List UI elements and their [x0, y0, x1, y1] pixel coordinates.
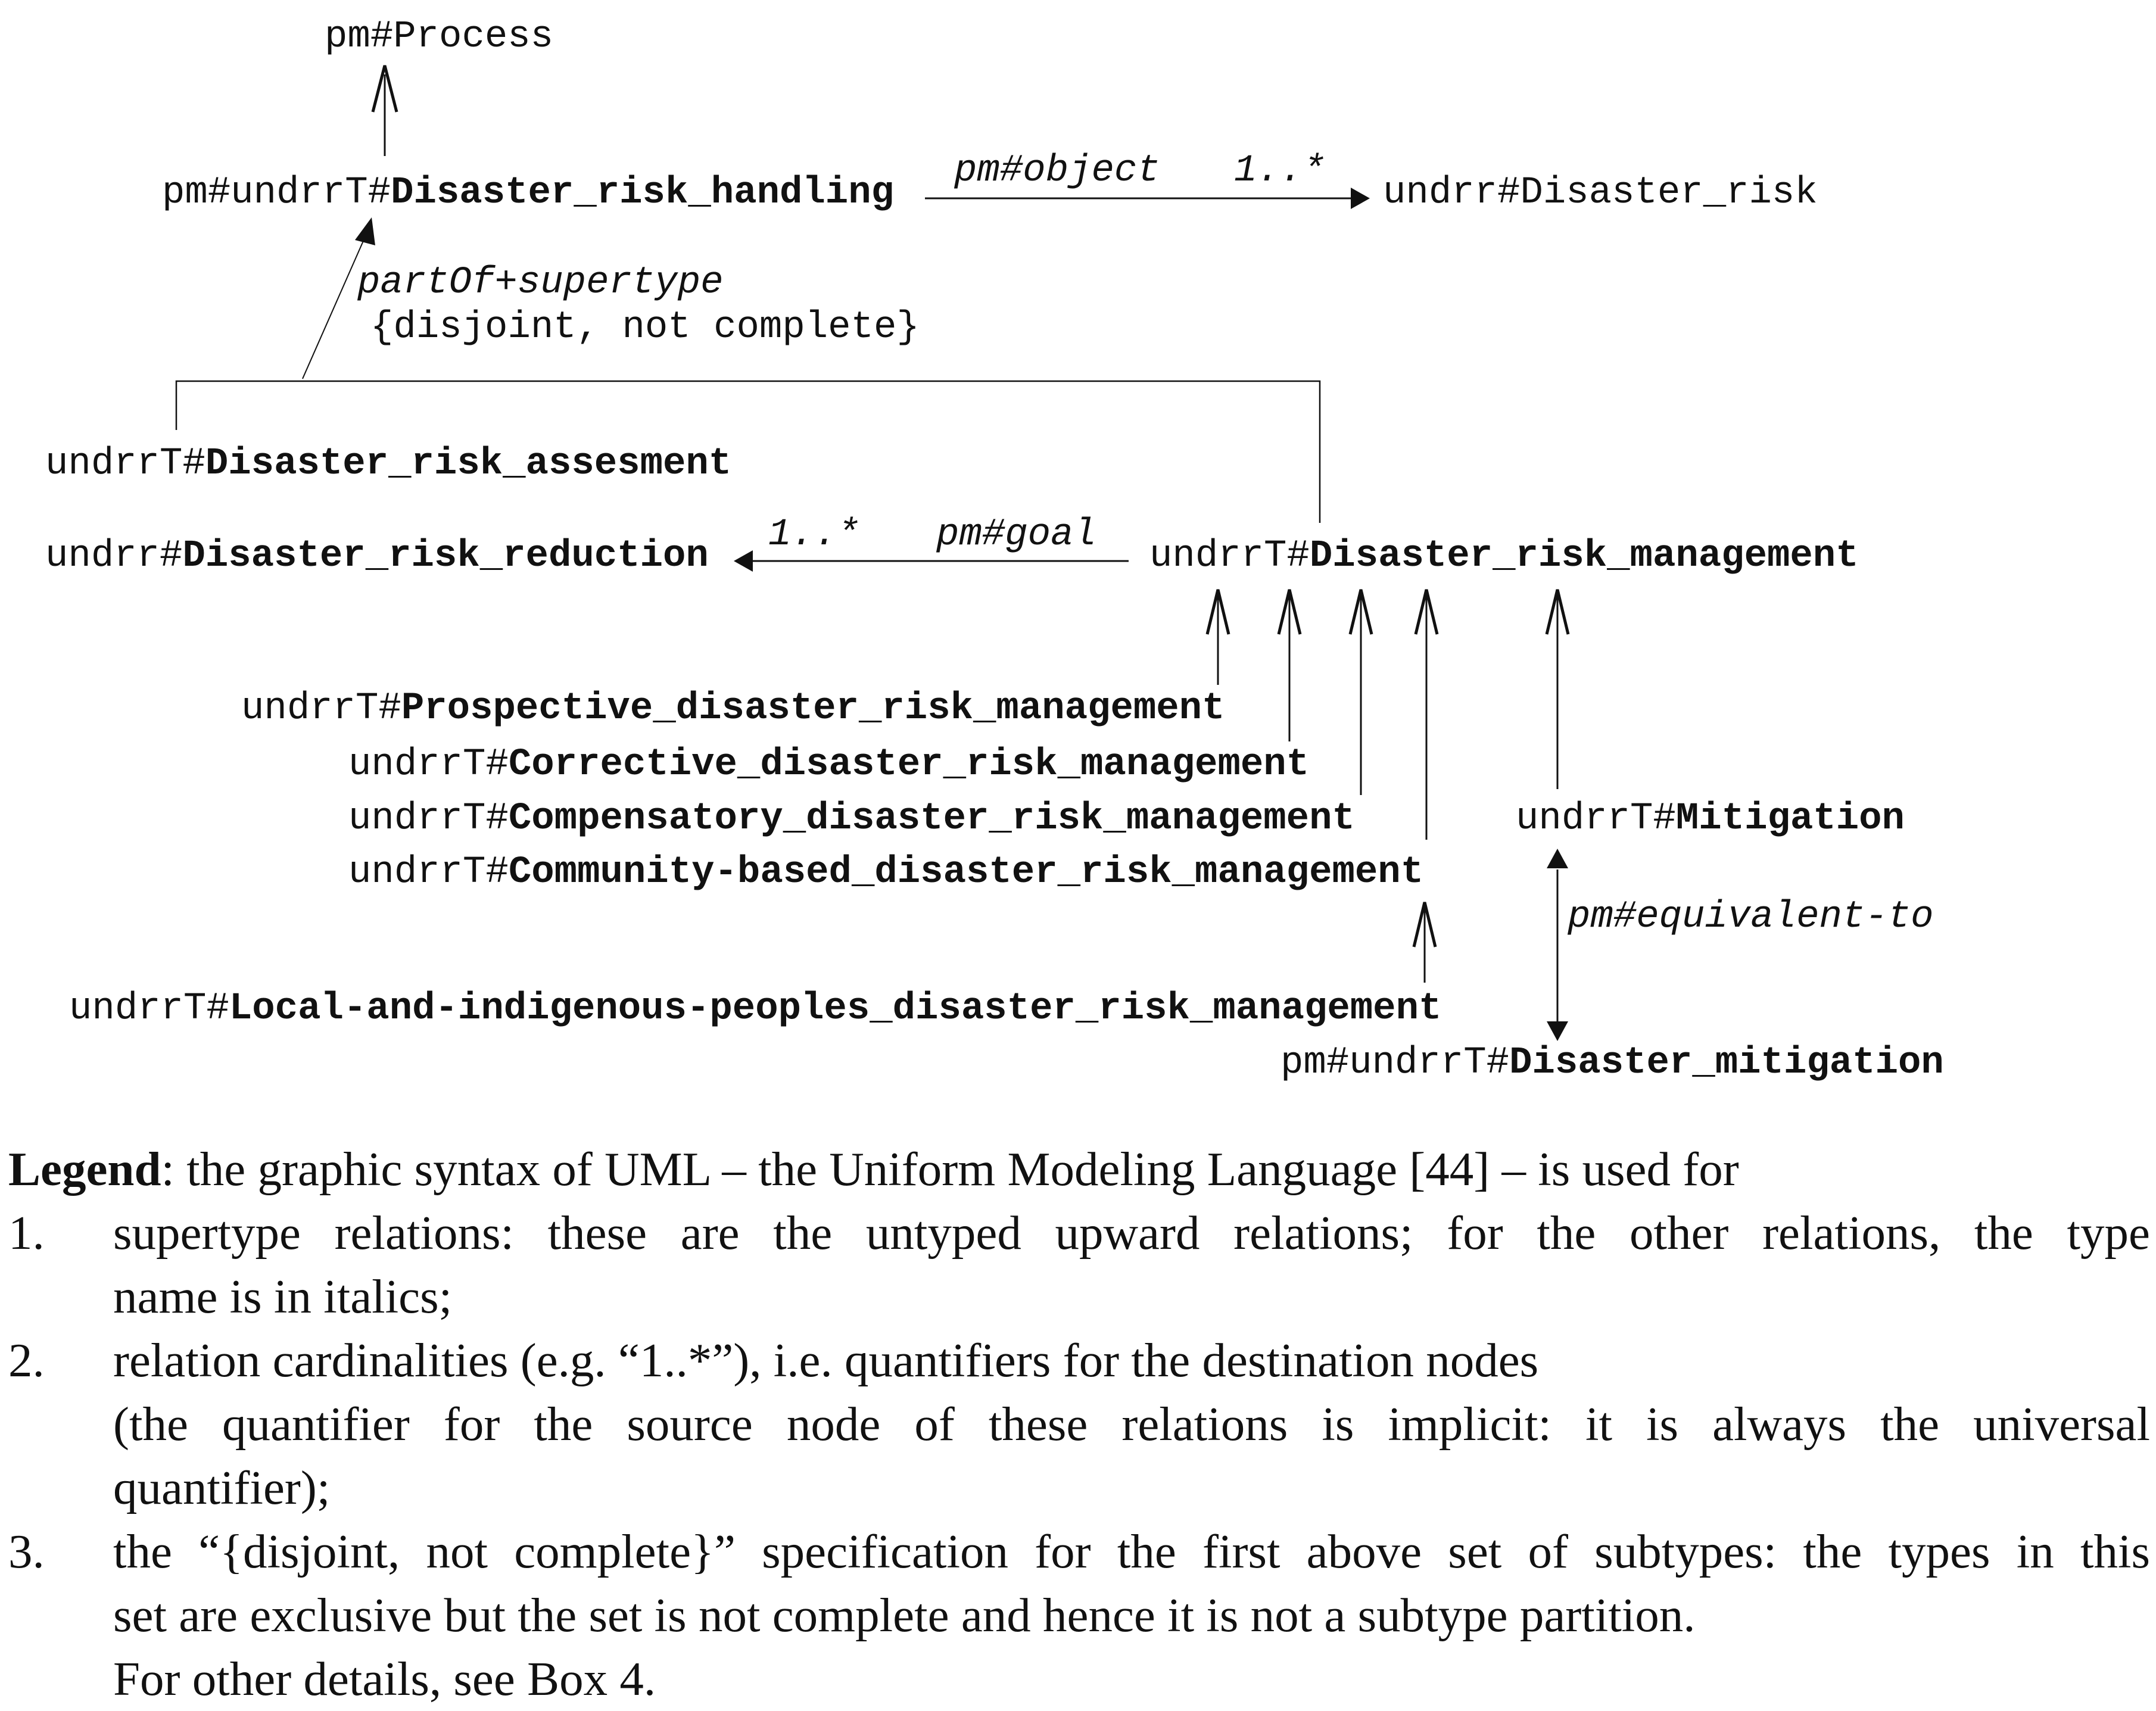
legend-item: 1. supertype relations: these are the un… — [8, 1201, 2150, 1329]
edge-partof — [302, 238, 365, 379]
node-local-indigenous-drm: undrrT#Local-and-indigenous-peoples_disa… — [69, 990, 1441, 1028]
node-prefix: undrrT# — [348, 851, 509, 894]
label-equivalent-to: pm#equivalent-to — [1568, 896, 1934, 939]
legend-item-line: the “{disjoint, not complete}” specifica… — [113, 1525, 2150, 1578]
node-name: Corrective_disaster_risk_management — [508, 743, 1310, 786]
open-arrowhead-compensatory — [1348, 589, 1373, 635]
node-name: Disaster_risk_reduction — [182, 535, 709, 578]
legend-title: Legend — [8, 1142, 161, 1196]
open-arrowhead-community — [1414, 589, 1439, 635]
legend-intro: Legend: the graphic syntax of UML – the … — [8, 1137, 2150, 1201]
open-arrowhead-mitigation — [1545, 589, 1570, 635]
filled-arrowhead-object — [1351, 188, 1370, 209]
label-goal-cardinality: 1..* — [768, 513, 860, 556]
node-prefix: undrrT# — [348, 743, 509, 786]
node-compensatory-drm: undrrT#Compensatory_disaster_risk_manage… — [348, 800, 1355, 838]
node-disaster-risk-reduction: undrr#Disaster_risk_reduction — [45, 537, 709, 575]
node-disaster-risk: undrr#Disaster_risk — [1383, 174, 1818, 212]
open-arrowhead-corrective — [1277, 589, 1302, 635]
node-name: Compensatory_disaster_risk_management — [508, 797, 1355, 840]
legend-item-number: 3. — [8, 1525, 45, 1578]
legend-item-line: quantifier); — [113, 1461, 331, 1514]
legend-item: 2. relation cardinalities (e.g. “1..*”),… — [8, 1329, 2150, 1520]
node-disaster-mitigation: pm#undrrT#Disaster_mitigation — [1280, 1044, 1944, 1082]
node-process: pm#Process — [325, 18, 553, 56]
legend-item: 3. the “{disjoint, not complete}” specif… — [8, 1520, 2150, 1711]
legend-intro-text: : the graphic syntax of UML – the Unifor… — [161, 1142, 1739, 1196]
label-pm-goal: pm#goal — [936, 513, 1096, 556]
node-prefix: undrrT# — [45, 442, 205, 485]
open-arrowhead-process — [371, 65, 398, 113]
node-name: Mitigation — [1675, 797, 1905, 840]
legend-item-body: supertype relations: these are the untyp… — [113, 1201, 2150, 1329]
open-arrowhead-local — [1412, 902, 1437, 948]
filled-arrowhead-equiv-top — [1547, 849, 1568, 868]
node-name: Disaster_risk_handling — [391, 172, 894, 214]
filled-arrowhead-goal — [734, 550, 753, 572]
label-object-cardinality: 1..* — [1234, 149, 1326, 192]
node-disaster-risk-assesment: undrrT#Disaster_risk_assesment — [45, 445, 731, 483]
node-mitigation: undrrT#Mitigation — [1516, 800, 1905, 838]
node-corrective-drm: undrrT#Corrective_disaster_risk_manageme… — [348, 746, 1309, 784]
legend-item-body: relation cardinalities (e.g. “1..*”), i.… — [113, 1329, 2150, 1520]
legend: Legend: the graphic syntax of UML – the … — [8, 1137, 2150, 1711]
filled-arrowhead-equiv-bottom — [1547, 1021, 1568, 1041]
diagram-edges — [175, 65, 1570, 1041]
legend-item-line: supertype relations: these are the untyp… — [113, 1206, 2150, 1260]
node-prefix: pm#undrrT# — [1280, 1042, 1510, 1084]
node-prospective-drm: undrrT#Prospective_disaster_risk_managem… — [241, 690, 1225, 728]
node-prefix: undrrT# — [69, 987, 229, 1030]
label-disjoint-spec: {disjoint, not complete} — [370, 306, 920, 349]
open-arrowhead-prospective — [1205, 589, 1230, 635]
node-process-label: pm#Process — [325, 15, 554, 58]
node-name: Local-and-indigenous-peoples_disaster_ri… — [229, 987, 1442, 1030]
legend-item-number: 2. — [8, 1333, 45, 1387]
label-pm-object: pm#object — [954, 149, 1160, 192]
node-disaster-risk-label: undrr#Disaster_risk — [1383, 172, 1818, 214]
node-prefix: undrrT# — [1516, 797, 1676, 840]
node-name: Disaster_risk_management — [1309, 535, 1859, 578]
node-disaster-risk-management: undrrT#Disaster_risk_management — [1149, 537, 1859, 575]
uml-diagram: pm#Process pm#undrrT#Disaster_risk_handl… — [45, 18, 1944, 1082]
legend-item-line: set are exclusive but the set is not com… — [113, 1588, 1696, 1642]
node-name: Disaster_mitigation — [1509, 1042, 1944, 1084]
node-name: Community-based_disaster_risk_management — [508, 851, 1424, 894]
node-community-based-drm: undrrT#Community-based_disaster_risk_man… — [348, 853, 1423, 892]
node-prefix: pm#undrrT# — [162, 172, 391, 214]
legend-item-line: (the quantifier for the source node of t… — [113, 1397, 2150, 1451]
legend-item-number: 1. — [8, 1206, 45, 1260]
legend-item-body: the “{disjoint, not complete}” specifica… — [113, 1520, 2150, 1711]
legend-item-line: relation cardinalities (e.g. “1..*”), i.… — [113, 1333, 1539, 1387]
node-name: Prospective_disaster_risk_management — [401, 687, 1225, 730]
edge-bracket — [175, 380, 1321, 523]
node-prefix: undrr# — [45, 535, 183, 578]
node-disaster-risk-handling: pm#undrrT#Disaster_risk_handling — [162, 174, 894, 212]
label-partof-supertype: partOf+supertype — [357, 261, 724, 304]
legend-item-line: For other details, see Box 4. — [113, 1652, 656, 1706]
filled-arrowhead-partof — [355, 217, 375, 245]
node-prefix: undrrT# — [1149, 535, 1310, 578]
node-name: Disaster_risk_assesment — [205, 442, 732, 485]
node-prefix: undrrT# — [348, 797, 509, 840]
node-prefix: undrrT# — [241, 687, 401, 730]
legend-item-line: name is in italics; — [113, 1270, 453, 1323]
